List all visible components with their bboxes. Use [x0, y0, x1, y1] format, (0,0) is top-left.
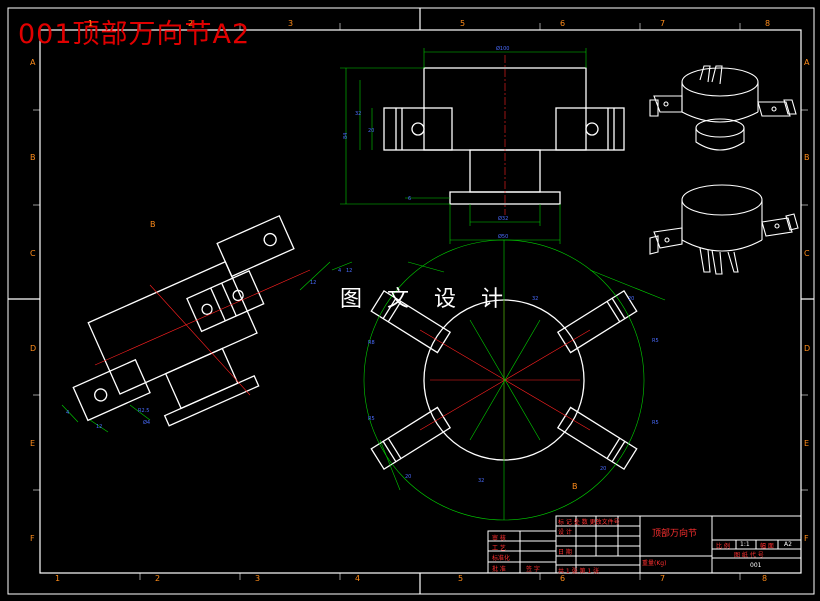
top-view-dimensions: [363, 239, 666, 521]
zone-row-right-f: F: [804, 534, 809, 543]
tb-process: 工 艺: [492, 545, 506, 552]
svg-text:12: 12: [346, 268, 352, 274]
zone-col-top-6: 6: [560, 19, 566, 28]
zone-col-bottom-2: 2: [155, 574, 161, 583]
svg-text:Ø32: Ø32: [498, 215, 508, 222]
svg-text:32: 32: [478, 478, 484, 484]
tb-sheet-size-value: A2: [784, 541, 792, 548]
front-view-dimensions: [340, 48, 587, 244]
svg-text:R8: R8: [368, 340, 375, 346]
top-view-dim-text: 32 20 R5 R5 20 32 R8 R5 20 12: [346, 268, 659, 484]
svg-text:4: 4: [338, 268, 341, 274]
isometric-view-top: [649, 65, 797, 151]
front-view-dim-text: Ø100 Ø32 Ø50 84 32 20 6: [343, 45, 509, 240]
zone-col-top-3: 3: [288, 19, 294, 28]
zone-row-right-b: B: [804, 153, 810, 162]
tb-drawing-code-label: 图 纸 代 号: [734, 552, 764, 559]
rotated-view-dimensions: [61, 261, 353, 433]
svg-text:6: 6: [408, 196, 411, 202]
tb-sheet-count: 共 1 张 第 1 张: [558, 568, 600, 575]
zone-col-bottom-6: 6: [560, 574, 566, 583]
svg-text:12: 12: [310, 280, 316, 286]
svg-text:R5: R5: [652, 420, 659, 426]
tb-part-name: 顶部万向节: [652, 529, 698, 539]
svg-text:R5: R5: [368, 416, 375, 422]
svg-text:20: 20: [600, 466, 606, 472]
zone-row-left-f: F: [30, 534, 35, 543]
zone-row-left-d: D: [30, 344, 37, 353]
centering-marks: [8, 8, 814, 594]
zone-row-left-c: C: [30, 249, 36, 258]
zone-col-bottom-3: 3: [255, 574, 261, 583]
tb-sign: 签 字: [526, 566, 540, 573]
zone-col-top-2: 2: [188, 19, 194, 28]
tb-rev-header: 标 记 处 数 更改文件号: [558, 519, 620, 526]
watermark: 图 文 设 计: [340, 287, 512, 312]
rotated-view: [72, 214, 295, 427]
zone-col-bottom-8: 8: [762, 574, 768, 583]
drawing-title: 001顶部万向节A2: [18, 19, 251, 50]
title-block: [487, 515, 802, 574]
zone-col-bottom-5: 5: [458, 574, 464, 583]
svg-text:12: 12: [96, 424, 102, 430]
front-view: [383, 67, 625, 205]
svg-text:Ø4: Ø4: [143, 419, 150, 426]
zone-col-bottom-7: 7: [660, 574, 666, 583]
view-label-b-lower: B: [572, 482, 578, 491]
tb-approve: 批 准: [492, 566, 506, 573]
zone-row-right-c: C: [804, 249, 810, 258]
zone-row-left-e: E: [30, 439, 36, 448]
tb-date: 日 期: [558, 549, 572, 556]
tb-standard: 标准化: [492, 555, 511, 562]
svg-text:20: 20: [628, 296, 634, 302]
zone-row-right-d: D: [804, 344, 811, 353]
svg-text:Ø100: Ø100: [496, 45, 509, 52]
tb-scale-label: 比 例: [716, 543, 730, 550]
zone-ticks: [33, 23, 808, 580]
svg-text:32: 32: [532, 296, 538, 302]
svg-text:20: 20: [405, 474, 411, 480]
zone-col-bottom-1: 1: [55, 574, 61, 583]
zone-col-top-7: 7: [660, 19, 666, 28]
tb-material: 重量(Kg): [642, 560, 667, 567]
zone-row-right-e: E: [804, 439, 810, 448]
svg-text:32: 32: [355, 111, 361, 117]
tb-sheet-size-label: 幅 面: [760, 543, 774, 550]
isometric-view-bottom: [649, 184, 799, 275]
svg-text:84: 84: [343, 133, 349, 139]
rotated-view-centerlines: [94, 269, 311, 396]
view-label-b-upper: B: [150, 220, 156, 229]
svg-text:4: 4: [66, 410, 69, 416]
zone-col-top-5: 5: [460, 19, 466, 28]
zone-col-bottom-4: 4: [355, 574, 361, 583]
tb-checker: 审 核: [492, 535, 506, 542]
rotated-view-dim-text: 4 12 R2.5 Ø4 12 4: [66, 268, 341, 430]
svg-text:R5: R5: [652, 338, 659, 344]
tb-drawing-no: 001: [750, 562, 762, 569]
zone-col-top-1: 1: [88, 19, 94, 28]
svg-text:R2.5: R2.5: [138, 408, 149, 414]
zone-col-top-8: 8: [765, 19, 771, 28]
tb-scale-value: 1:1: [740, 541, 750, 548]
zone-row-right-a: A: [804, 58, 810, 67]
outer-border: [7, 7, 815, 595]
tb-designer: 设 计: [558, 529, 572, 536]
zone-row-left-a: A: [30, 58, 36, 67]
svg-text:Ø50: Ø50: [498, 233, 508, 240]
svg-text:20: 20: [368, 128, 374, 134]
zone-row-left-b: B: [30, 153, 36, 162]
